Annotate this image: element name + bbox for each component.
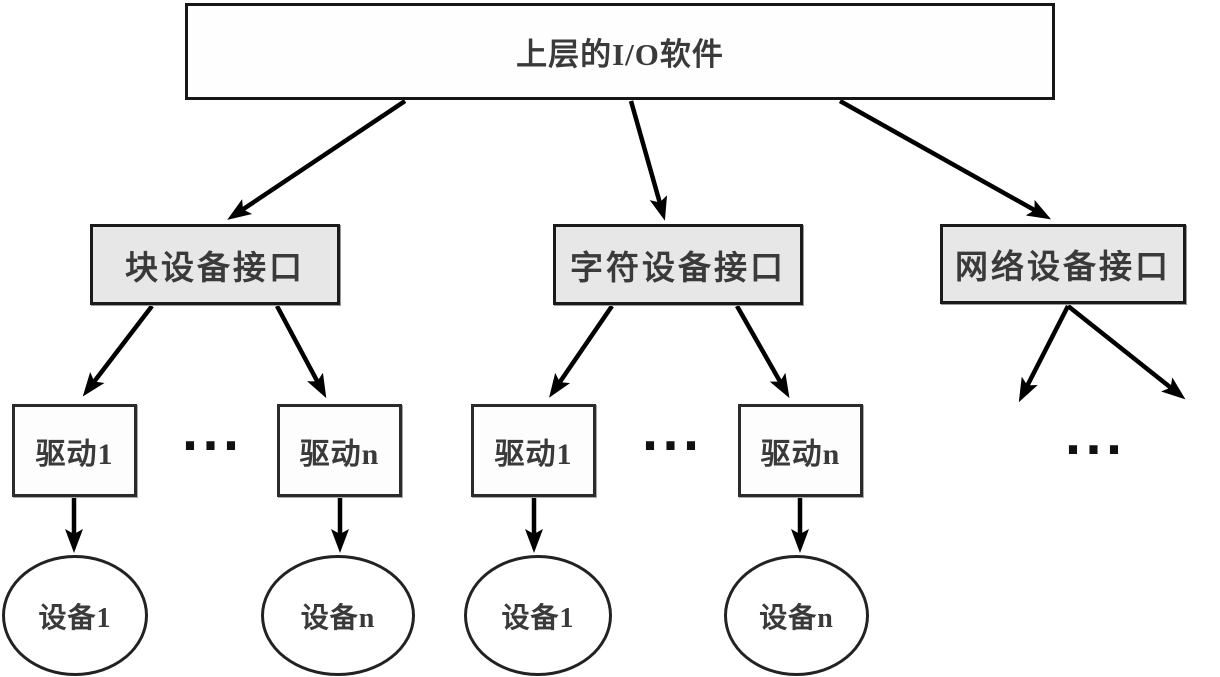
network-device-interface-label: 网络设备接口 bbox=[955, 250, 1171, 286]
block-device-1-label: 设备1 bbox=[38, 602, 112, 634]
char-driver-n-box: 驱动n bbox=[738, 404, 863, 497]
block-driver-1-label: 驱动1 bbox=[35, 437, 114, 471]
arrow-top-to-block bbox=[227, 99, 407, 220]
arrow-network-right bbox=[1066, 304, 1186, 400]
char-device-interface-box: 字符设备接口 bbox=[553, 224, 803, 305]
block-device-1-ellipse: 设备1 bbox=[2, 555, 148, 676]
char-device-1-ellipse: 设备1 bbox=[464, 555, 612, 676]
char-device-n-label: 设备n bbox=[759, 602, 834, 634]
arrow-char-to-driver4 bbox=[735, 304, 790, 399]
arrow-block-to-driver2 bbox=[275, 304, 327, 399]
arrow-block-to-driver1 bbox=[82, 304, 154, 397]
char-driver-n-label: 驱动n bbox=[760, 437, 841, 471]
char-device-n-ellipse: 设备n bbox=[724, 555, 869, 676]
char-driver-1-box: 驱动1 bbox=[471, 404, 596, 497]
char-device-interface-label: 字符设备接口 bbox=[570, 250, 786, 287]
block-driver-n-label: 驱动n bbox=[299, 437, 380, 471]
char-drivers-ellipsis: ... bbox=[641, 407, 703, 461]
network-device-interface-box: 网络设备接口 bbox=[940, 224, 1186, 304]
arrow-top-to-network bbox=[838, 99, 1052, 220]
block-device-n-label: 设备n bbox=[300, 602, 376, 634]
upper-io-software-box: 上层的I/O软件 bbox=[185, 3, 1055, 100]
block-driver-n-box: 驱动n bbox=[277, 404, 402, 497]
upper-io-software-label: 上层的I/O软件 bbox=[516, 37, 724, 72]
arrow-char-to-driver3 bbox=[549, 304, 614, 398]
block-driver-1-box: 驱动1 bbox=[12, 404, 137, 497]
char-driver-1-label: 驱动1 bbox=[494, 437, 573, 471]
network-devices-ellipsis: ... bbox=[1064, 411, 1126, 465]
block-drivers-ellipsis: ... bbox=[181, 407, 243, 461]
block-device-interface-box: 块设备接口 bbox=[90, 224, 340, 305]
arrow-top-to-char bbox=[628, 100, 668, 221]
block-device-n-ellipse: 设备n bbox=[261, 555, 415, 676]
char-device-1-label: 设备1 bbox=[501, 602, 575, 634]
block-device-interface-label: 块设备接口 bbox=[125, 250, 305, 287]
arrow-network-left bbox=[1018, 304, 1071, 403]
